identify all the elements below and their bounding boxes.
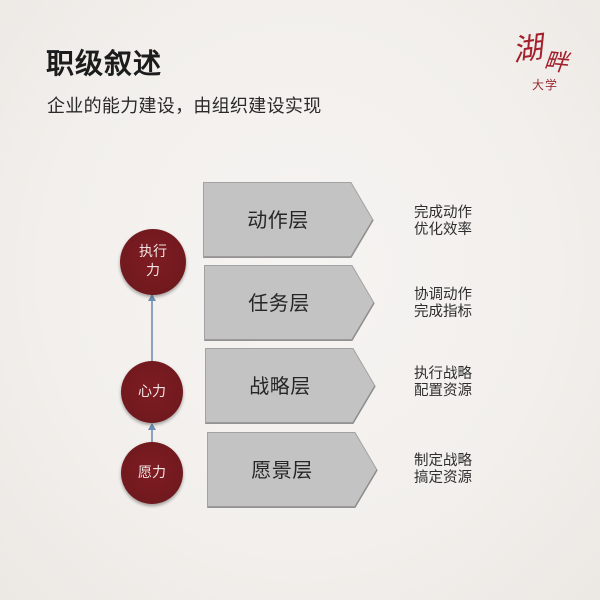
arrowhead-icon	[148, 294, 156, 301]
layer-action: 动作层	[203, 182, 374, 258]
arrowhead-icon	[148, 423, 156, 430]
circle-label-line1: 执行	[139, 244, 167, 260]
up-arrow-connector	[148, 423, 156, 444]
layer-description-task: 协调动作 完成指标	[414, 287, 472, 321]
logo-subtext: 大学	[532, 78, 559, 92]
page-subtitle: 企业的能力建设，由组织建设实现	[47, 96, 322, 117]
layer-strategy: 战略层	[205, 348, 376, 424]
layer-description-action: 完成动作 优化效率	[414, 205, 472, 239]
layer-task: 任务层	[204, 265, 375, 341]
description-line: 完成指标	[414, 304, 472, 320]
capability-execution: 执行 力	[120, 229, 186, 295]
layer-description-strategy: 执行战略 配置资源	[414, 366, 472, 400]
layer-label: 愿景层	[251, 458, 313, 482]
layer-vision: 愿景层	[207, 432, 378, 508]
up-arrow-connector	[148, 294, 156, 367]
description-line: 配置资源	[414, 383, 472, 399]
logo-char-2: 畔	[542, 46, 570, 78]
chevron-arrow-shape	[203, 182, 374, 258]
description-line: 优化效率	[414, 222, 472, 238]
capability-aspiration: 愿力	[121, 442, 183, 504]
circle-label: 愿力	[138, 464, 166, 481]
description-line: 搞定资源	[414, 470, 472, 486]
description-line: 完成动作	[414, 205, 472, 221]
capability-heart: 心力	[121, 361, 183, 423]
circle-label: 心力	[138, 383, 166, 400]
circle-label-line2: 力	[146, 263, 160, 279]
description-line: 协调动作	[414, 287, 472, 303]
logo-char-1: 湖	[510, 30, 545, 69]
calligraphy-logo: 湖 畔 大学	[510, 20, 580, 100]
description-line: 制定战略	[414, 453, 472, 469]
description-line: 执行战略	[414, 366, 472, 382]
layer-label: 动作层	[247, 208, 309, 232]
chevron-arrow-shape	[204, 265, 375, 341]
layer-label: 战略层	[249, 374, 311, 398]
layer-label: 任务层	[248, 291, 310, 315]
page-title: 职级叙述	[46, 47, 163, 80]
chevron-arrow-shape	[207, 432, 378, 508]
chevron-arrow-shape	[205, 348, 376, 424]
layer-description-vision: 制定战略 搞定资源	[414, 453, 472, 487]
